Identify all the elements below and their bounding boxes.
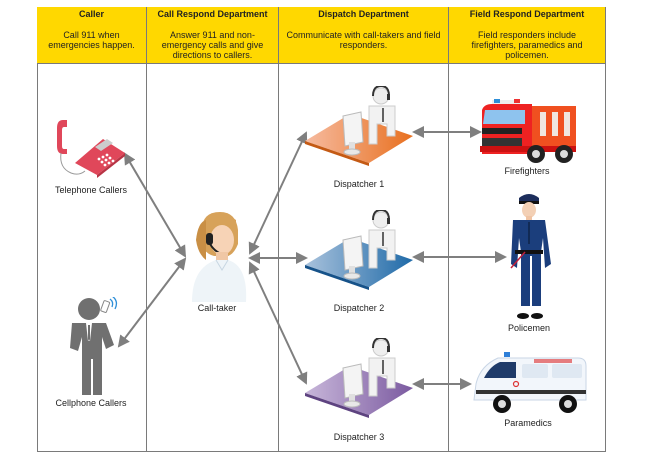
telephone-icon xyxy=(57,120,125,178)
arrow-telephone-calltaker xyxy=(123,152,187,258)
dispatcher-2-label: Dispatcher 2 xyxy=(333,303,385,313)
header-title: Field Respond Department xyxy=(469,9,585,19)
dispatcher-3-label: Dispatcher 3 xyxy=(333,432,385,442)
dispatcher-1-icon xyxy=(305,86,413,166)
header-description: Call 911 when emergencies happen. xyxy=(48,30,135,50)
header-title: Caller xyxy=(78,9,104,19)
arrow-calltaker-dispatcher3 xyxy=(248,261,308,385)
ambulance-icon xyxy=(473,352,587,413)
arrow-cellphone-calltaker xyxy=(117,257,187,348)
header-description: Communicate with call-takers and field r… xyxy=(286,30,441,50)
header-description: Field responders include firefighters, p… xyxy=(471,30,583,60)
header-field-respond: Field Respond Department Field responder… xyxy=(449,7,606,64)
fire-truck-icon xyxy=(480,99,576,163)
header-caller: Caller Call 911 when emergencies happen. xyxy=(37,7,147,64)
call-taker-icon xyxy=(192,212,247,302)
dispatcher-2-icon xyxy=(305,210,413,290)
cellphone-callers-label: Cellphone Callers xyxy=(55,398,127,408)
header-title: Call Respond Department xyxy=(157,9,268,19)
police-officer-icon xyxy=(510,194,551,319)
cellphone-caller-icon xyxy=(70,297,118,395)
call-taker-label: Call-taker xyxy=(197,303,237,313)
header-call-respond: Call Respond Department Answer 911 and n… xyxy=(147,7,279,64)
arrow-calltaker-dispatcher1 xyxy=(248,131,308,255)
header-description: Answer 911 and non-emergency calls and g… xyxy=(161,30,264,60)
paramedics-label: Paramedics xyxy=(504,418,552,428)
header-title: Dispatch Department xyxy=(318,9,409,19)
header-dispatch: Dispatch Department Communicate with cal… xyxy=(279,7,449,64)
telephone-callers-label: Telephone Callers xyxy=(54,185,128,195)
firefighters-label: Firefighters xyxy=(504,166,550,176)
dispatcher-1-label: Dispatcher 1 xyxy=(333,179,385,189)
policemen-label: Policemen xyxy=(507,323,551,333)
dispatcher-3-icon xyxy=(305,338,413,418)
